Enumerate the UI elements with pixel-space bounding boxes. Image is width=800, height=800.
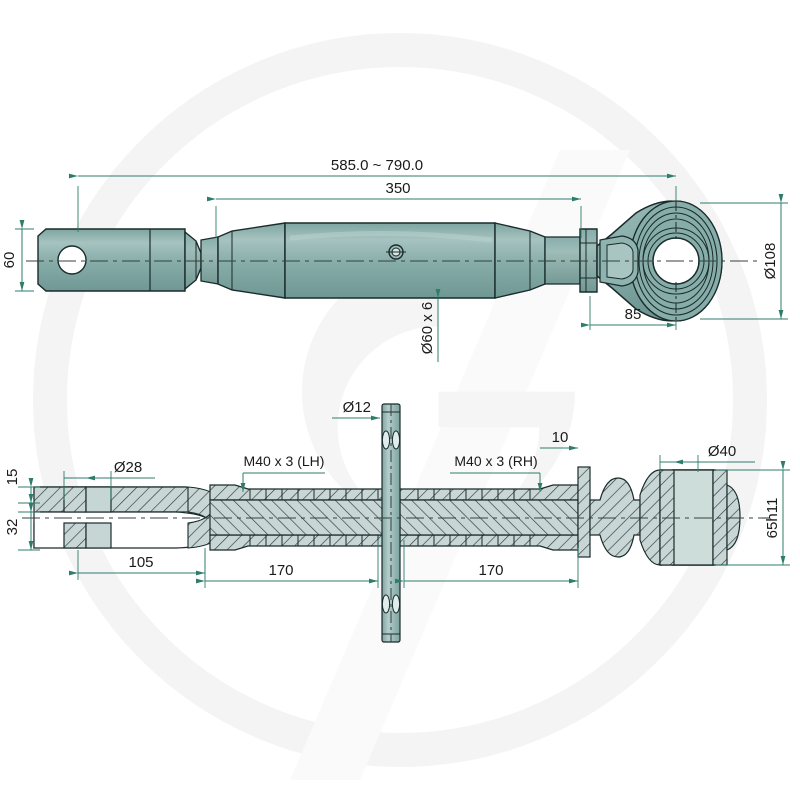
watermark-logo <box>33 33 767 780</box>
dim-tube-spec-label: Ø60 x 6 <box>419 302 436 355</box>
dim-overall-label: 585.0 ~ 790.0 <box>331 157 423 174</box>
dim-collar-label: 10 <box>552 429 569 446</box>
section-pin-hole-upper <box>85 486 112 513</box>
dim-fork-length: 105 <box>69 550 206 580</box>
clevis-pin-hole <box>57 245 87 275</box>
dim-fork-length-label: 105 <box>128 554 153 571</box>
dim-tube-length: 350 <box>207 180 582 238</box>
dim-fork-thickness-label: 15 <box>4 469 21 486</box>
dim-thread-len-lh-label: 170 <box>268 562 293 579</box>
dim-fork-gap: 32 <box>4 494 40 551</box>
dim-clevis-height: 60 <box>1 220 34 292</box>
dim-clevis-height-label: 60 <box>1 252 18 269</box>
dim-ball-end: 85 <box>581 296 677 330</box>
dim-ball-bore-label: Ø40 <box>708 443 736 460</box>
dim-pin-hole-label: Ø28 <box>114 459 142 476</box>
dim-collar: 10 <box>540 429 578 451</box>
dim-tube-spec: Ø60 x 6 <box>419 289 441 362</box>
dim-ball-width-label: 65h11 <box>764 498 781 539</box>
dim-ball-end-label: 85 <box>625 306 642 323</box>
tube-grease-hole <box>386 244 406 260</box>
dim-thread-lh: M40 x 3 (LH) <box>240 453 325 492</box>
section-collar-plate <box>577 466 591 558</box>
dim-thread-rh: M40 x 3 (RH) <box>450 453 543 492</box>
section-pin-hole-lower <box>85 522 112 549</box>
dim-ball-dia-label: Ø108 <box>762 243 779 280</box>
dim-ball-bore: Ø40 <box>659 443 755 472</box>
dim-thread-rh-label: M40 x 3 (RH) <box>454 453 537 469</box>
dim-thread-len-rh-label: 170 <box>478 562 503 579</box>
elevation-view: 585.0 ~ 790.0 350 60 Ø60 x 6 85 <box>1 157 788 362</box>
section-view: 15 32 Ø28 105 M40 x 3 (LH) <box>4 399 790 643</box>
dim-tube-length-label: 350 <box>385 180 410 197</box>
dim-pin-hole: Ø28 <box>63 459 155 500</box>
dim-handle-pin: Ø12 <box>332 399 380 421</box>
dim-ball-dia: Ø108 <box>700 194 788 320</box>
dim-thread-len-rh: 170 <box>395 540 579 588</box>
dim-ball-width: 65h11 <box>716 461 790 566</box>
dim-thread-lh-label: M40 x 3 (LH) <box>244 453 325 469</box>
handle-pin <box>381 403 401 643</box>
dim-handle-pin-label: Ø12 <box>343 399 371 416</box>
dim-fork-gap-label: 32 <box>4 519 21 536</box>
clevis-fork-body <box>37 228 186 292</box>
dim-thread-len-lh: 170 <box>196 540 379 588</box>
dim-overall: 585.0 ~ 790.0 <box>69 157 677 232</box>
